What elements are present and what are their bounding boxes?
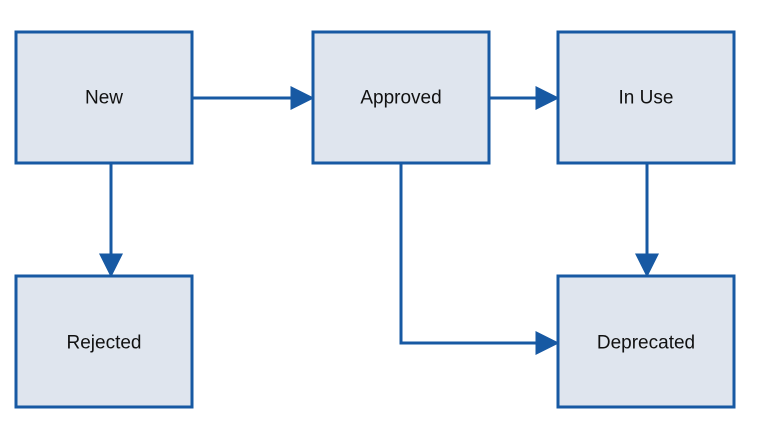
edge-approved-to-deprecated [399,163,560,355]
node-approved-label: Approved [360,88,441,109]
node-deprecated: Deprecated [556,274,736,409]
node-approved: Approved [311,30,491,165]
node-new-label: New [85,88,123,109]
node-in-use-label: In Use [619,88,674,109]
node-in-use: In Use [556,30,736,165]
node-new: New [14,30,194,165]
node-rejected: Rejected [14,274,194,409]
node-deprecated-label: Deprecated [597,333,695,354]
node-rejected-label: Rejected [67,333,142,354]
